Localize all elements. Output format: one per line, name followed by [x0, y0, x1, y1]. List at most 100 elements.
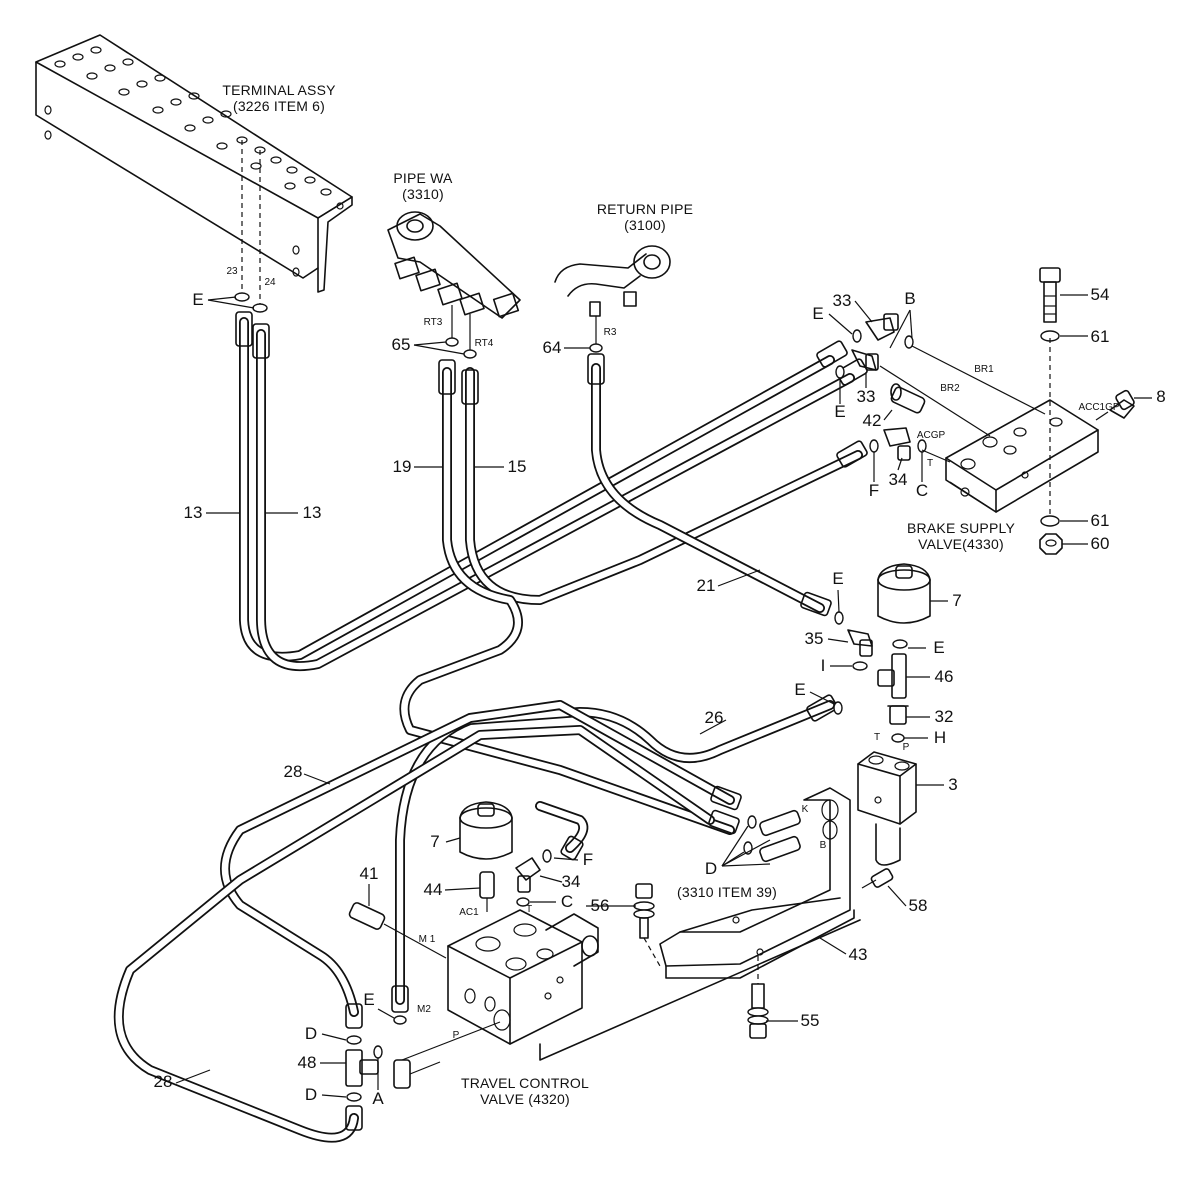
label-s-P2: P — [453, 1030, 460, 1041]
label-n-42: 42 — [863, 411, 882, 430]
tee-46 — [877, 653, 907, 699]
elbow-34-upper — [883, 427, 911, 461]
tee-48 — [345, 1049, 379, 1087]
label-cap-return-ref: (3100) — [624, 217, 666, 233]
label-n-61b: 61 — [1091, 511, 1110, 530]
label-l-B: B — [904, 289, 915, 308]
label-n-13b: 13 — [303, 503, 322, 522]
label-n-7b: 7 — [430, 832, 439, 851]
label-s-23: 23 — [226, 266, 238, 277]
label-s-AC1: AC1 — [459, 907, 479, 918]
label-n-33a: 33 — [833, 291, 852, 310]
elbow-34-lower — [515, 857, 541, 893]
label-cap-travel-ref: VALVE (4320) — [480, 1091, 570, 1107]
label-cap-brake-ref: VALVE(4330) — [918, 536, 1004, 552]
label-n-33b: 33 — [857, 387, 876, 406]
hose-15 — [465, 367, 863, 605]
bolt-58 — [861, 868, 894, 889]
label-l-E4: E — [832, 569, 843, 588]
label-l-I: I — [821, 656, 826, 675]
label-n-13a: 13 — [184, 503, 203, 522]
elbow-33-lower — [851, 349, 879, 371]
fittings-item-39 — [759, 809, 801, 863]
label-s-B2: B — [820, 840, 827, 851]
fitting-44 — [479, 871, 495, 912]
hose-end-fittings — [235, 311, 868, 1131]
label-l-E7: E — [363, 990, 374, 1009]
label-n-3: 3 — [948, 775, 957, 794]
label-layer: TERMINAL ASSY(3226 ITEM 6)PIPE WA(3310)R… — [154, 82, 1166, 1108]
hose-28-lower — [113, 725, 715, 1143]
brake-supply-valve — [945, 338, 1099, 518]
label-s-T3: T — [526, 904, 532, 915]
label-n-58: 58 — [909, 896, 928, 915]
label-n-26: 26 — [705, 708, 724, 727]
hose-13-right — [256, 329, 855, 672]
label-l-D1: D — [705, 859, 717, 878]
nut-60 — [1039, 533, 1063, 555]
label-l-C1: C — [916, 481, 928, 500]
brake-valve-port-lines — [879, 345, 1109, 463]
bracket-43 — [659, 787, 855, 979]
label-s-BR1: BR1 — [974, 364, 994, 375]
label-l-E2: E — [812, 304, 823, 323]
return-pipe — [554, 245, 671, 346]
travel-control-valve — [447, 909, 861, 1061]
label-n-21: 21 — [697, 576, 716, 595]
hose-13-left — [239, 317, 835, 662]
label-l-H: H — [934, 728, 946, 747]
label-s-R3: R3 — [604, 327, 617, 338]
label-l-E1: E — [192, 290, 203, 309]
label-n-60: 60 — [1091, 534, 1110, 553]
label-s-RT4: RT4 — [475, 338, 494, 349]
fitting-a — [393, 1021, 501, 1089]
sensor-41 — [348, 902, 447, 959]
label-l-E3: E — [834, 402, 845, 421]
elbow-35 — [847, 629, 873, 657]
label-s-24: 24 — [264, 277, 276, 288]
label-n-15: 15 — [508, 457, 527, 476]
fitting-32 — [887, 705, 909, 725]
label-n-64: 64 — [543, 338, 562, 357]
label-l-F1: F — [869, 481, 879, 500]
label-l-D2: D — [305, 1024, 317, 1043]
label-l-E6: E — [794, 680, 805, 699]
label-cap-terminal-ref: (3226 ITEM 6) — [233, 98, 325, 114]
label-s-BR2: BR2 — [940, 383, 960, 394]
hose-28-upper — [220, 700, 735, 1017]
hose-19 — [399, 367, 735, 835]
label-n-65: 65 — [392, 335, 411, 354]
label-n-48: 48 — [298, 1053, 317, 1072]
label-cap-pipewa-ref: (3310) — [402, 186, 444, 202]
bolt-56 — [633, 883, 661, 967]
label-cap-pipewa: PIPE WA — [393, 170, 453, 186]
label-s-T2: T — [874, 732, 880, 743]
pipe-wa-assembly — [387, 211, 521, 352]
valve-3 — [857, 751, 917, 866]
label-n-54: 54 — [1091, 285, 1110, 304]
bolt-54 — [1039, 267, 1061, 323]
label-l-C2: C — [561, 892, 573, 911]
label-s-K: K — [802, 804, 809, 815]
elbow-33-upper — [865, 313, 899, 341]
label-n-35: 35 — [805, 629, 824, 648]
terminal-holes — [44, 46, 344, 277]
hose-21 — [591, 363, 825, 613]
label-cap-return: RETURN PIPE — [597, 201, 693, 217]
label-s-T1: T — [927, 458, 933, 469]
label-cap-item39: (3310 ITEM 39) — [677, 884, 777, 900]
terminal-assy-bracket — [35, 34, 353, 306]
label-n-32: 32 — [935, 707, 954, 726]
label-n-34a: 34 — [889, 470, 908, 489]
label-n-41: 41 — [360, 864, 379, 883]
leader-lines — [175, 294, 1152, 1098]
label-n-19: 19 — [393, 457, 412, 476]
label-s-M1: M 1 — [419, 934, 436, 945]
label-s-ACGP: ACGP — [917, 430, 946, 441]
label-n-28a: 28 — [284, 762, 303, 781]
label-s-P1: P — [903, 742, 910, 753]
label-cap-brake: BRAKE SUPPLY — [907, 520, 1015, 536]
label-n-43: 43 — [849, 945, 868, 964]
